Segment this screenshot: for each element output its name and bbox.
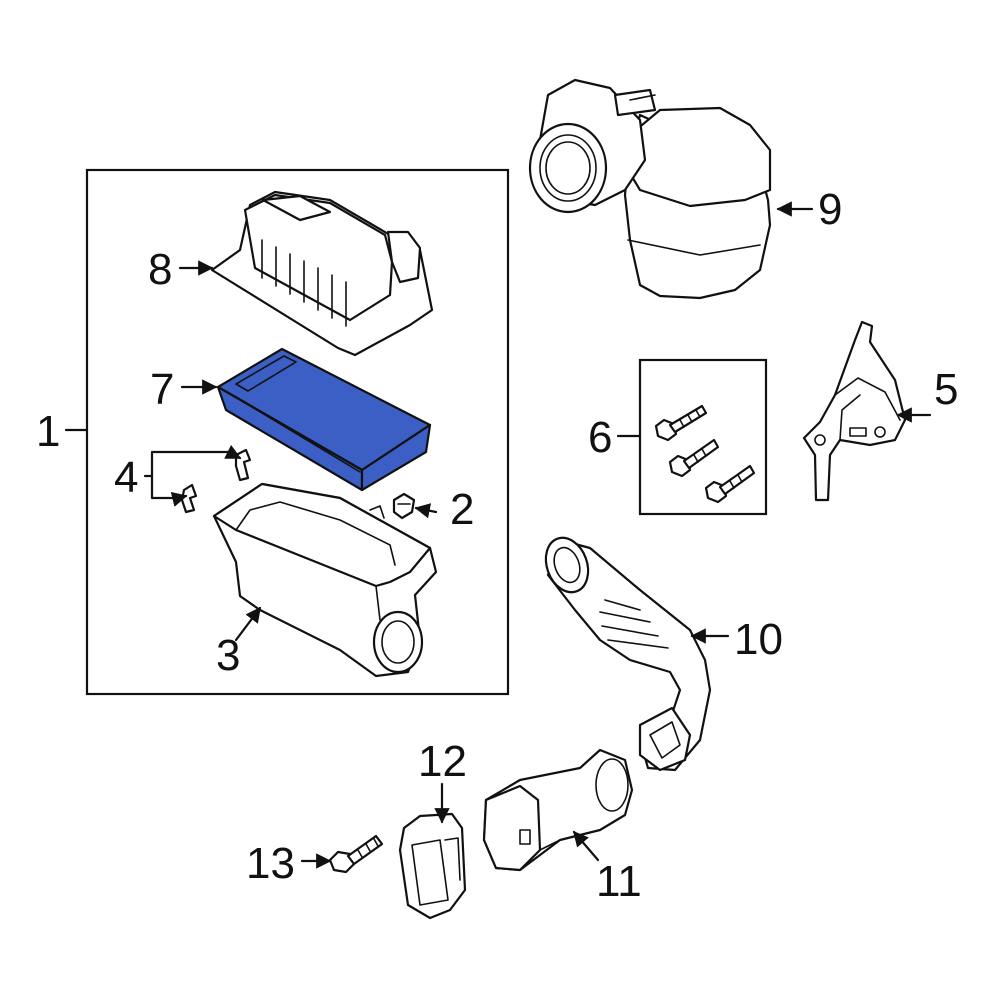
part-10-intake-duct[interactable] xyxy=(539,532,712,772)
part-11-lower-duct[interactable] xyxy=(482,748,634,872)
callout-12: 12 xyxy=(418,737,467,786)
callout-11: 11 xyxy=(596,857,642,906)
callout-9: 9 xyxy=(818,185,842,234)
callout-7: 7 xyxy=(150,365,174,414)
leader-lines xyxy=(64,201,932,869)
callout-2: 2 xyxy=(450,485,474,534)
part-9-resonator[interactable] xyxy=(528,78,772,300)
callout-1: 1 xyxy=(36,407,60,456)
callout-10: 10 xyxy=(734,615,783,664)
part-12-bracket[interactable] xyxy=(398,812,467,920)
part-6-bolts[interactable] xyxy=(654,404,756,504)
part-8-air-cleaner-cover[interactable] xyxy=(210,190,434,357)
filter-side-face xyxy=(360,423,432,492)
part-2-clip[interactable] xyxy=(392,492,416,520)
assembly-box xyxy=(85,168,510,696)
callout-13: 13 xyxy=(246,839,295,888)
part-7-air-filter[interactable] xyxy=(216,347,432,492)
callout-6: 6 xyxy=(588,413,612,462)
callout-5: 5 xyxy=(934,365,958,414)
callout-labels: 1 2 3 4 5 6 7 8 9 10 11 12 13 xyxy=(36,185,958,906)
callout-4: 4 xyxy=(114,453,138,502)
part-5-bracket[interactable] xyxy=(802,320,907,502)
callout-3: 3 xyxy=(216,631,240,680)
part-13-bolt[interactable] xyxy=(328,834,384,874)
callout-8: 8 xyxy=(148,245,172,294)
part-3-lower-box[interactable] xyxy=(212,482,438,678)
